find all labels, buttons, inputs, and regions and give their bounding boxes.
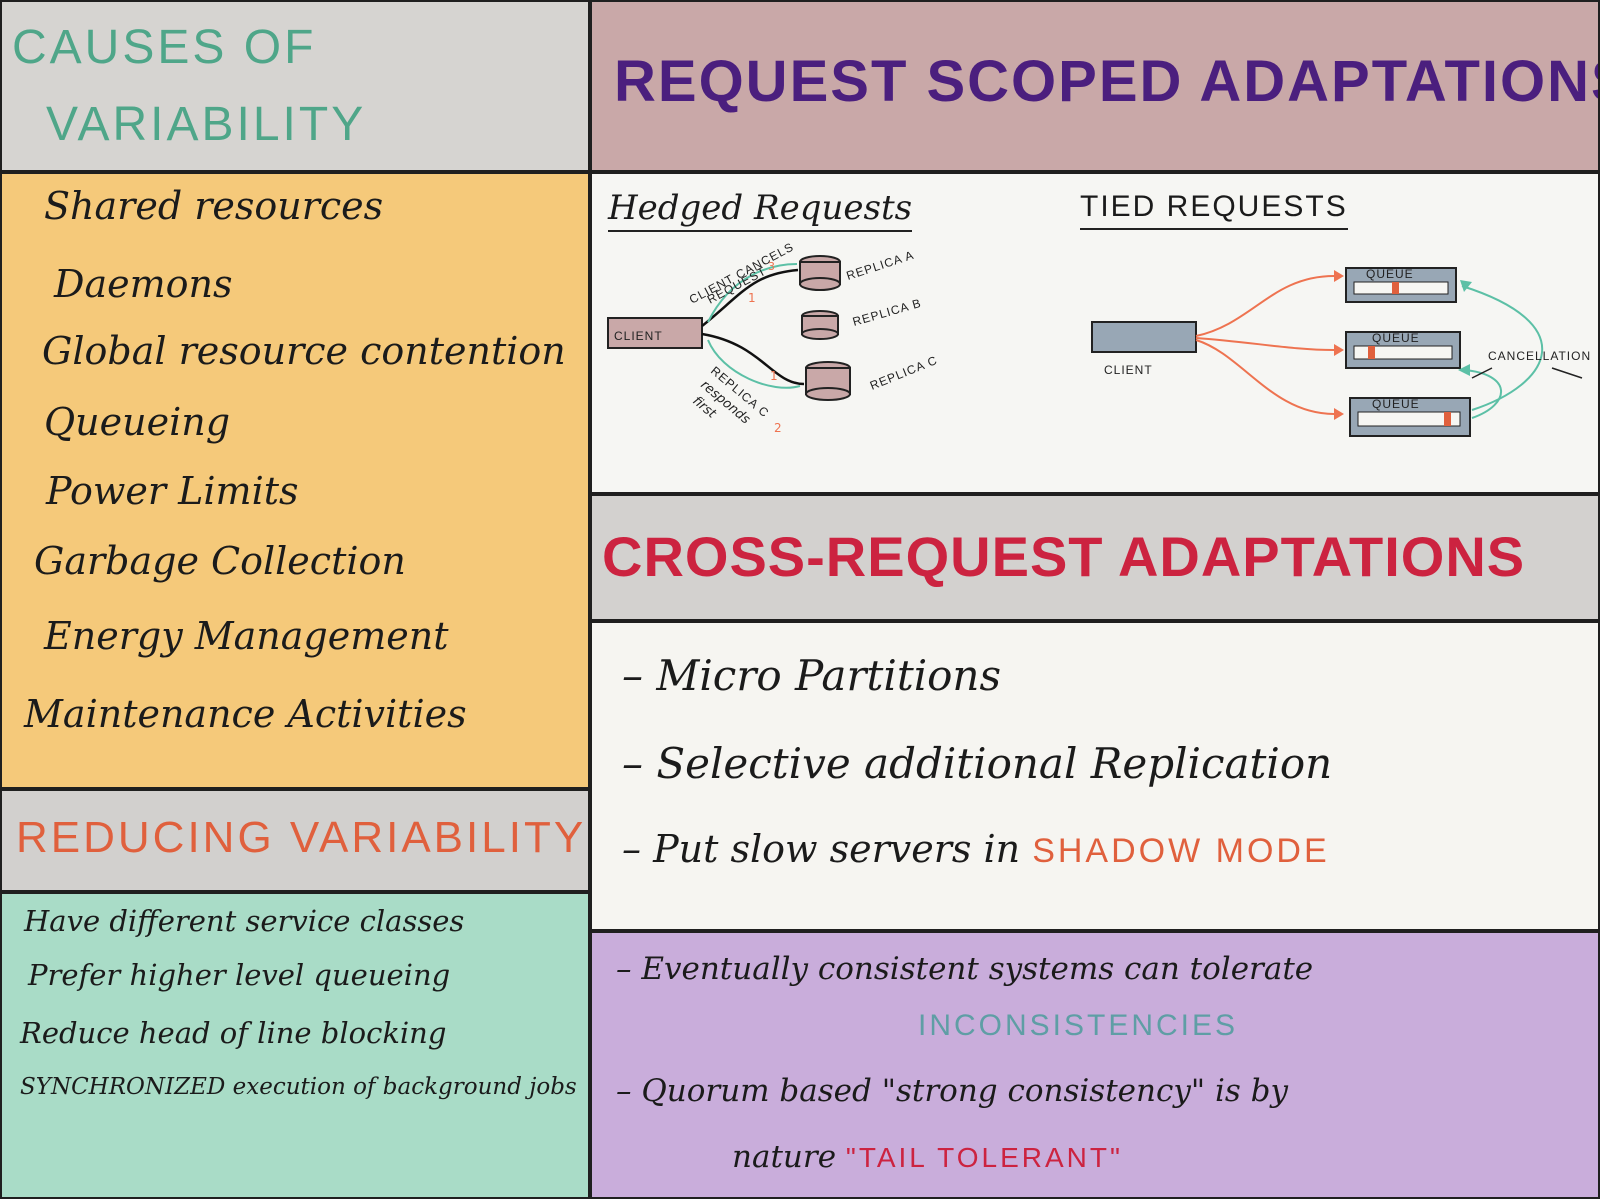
tied-arrow-top [1195,275,1335,337]
request-diagram-svg: CLIENT REPLICA A REPLICA B REPLICA C CLI… [607,240,1591,437]
reducing-item: SYNCHRONIZED execution of background job… [20,1074,577,1100]
reducing-title-panel: Reducing Variability [0,789,590,892]
causes-list-panel: Shared resources Daemons Global resource… [0,172,590,789]
tied-client-box [1091,321,1197,353]
reducing-title: Reducing Variability [16,813,587,862]
inconsistencies-highlight: INCONSISTENCIES [918,1009,1239,1042]
replica-b-label: REPLICA B [851,296,923,329]
arrow-to-replica-c [701,332,805,386]
cross-request-title-panel: Cross-Request Adaptations [590,494,1600,621]
tied-client-label: CLIENT [1104,363,1153,377]
causes-title-line2: Variability [46,98,367,151]
tail-tolerant-line: nature "TAIL TOLERANT" [732,1139,1123,1175]
reducing-item: Have different service classes [24,904,465,938]
first-note-num: 2 [774,421,782,435]
causes-title-line1: Causes of [12,21,317,74]
hedged-client-box [607,317,703,349]
request-scoped-title-panel: Request Scoped Adaptations [590,0,1600,172]
cause-item: Global resource contention [42,329,566,373]
queue-bottom-label: QUEUE [1372,397,1420,411]
cross-request-title: Cross-Request Adaptations [602,525,1526,588]
cancellation-arrow-mid [1463,369,1502,419]
replica-c-label: REPLICA C [868,353,940,393]
cancel-note-num: 3 [768,260,775,273]
cancel-arrow [707,263,798,323]
replica-a-label: REPLICA A [845,248,916,283]
causes-title-panel: Causes of Variability [0,0,590,172]
hedged-client-label: CLIENT [614,329,663,343]
eventual-consistency-line: – Eventually consistent systems can tole… [616,951,1314,987]
quorum-line: – Quorum based "strong consistency" is b… [616,1073,1288,1109]
cross-item-text: Micro Partitions [656,651,1002,700]
cause-item: Maintenance Activities [24,692,467,736]
cross-item: – Selective additional Replication [622,739,1333,788]
cause-item: Garbage Collection [34,539,406,583]
reducing-list-panel: Have different service classes Prefer hi… [0,892,590,1199]
cause-item: Queueing [44,400,231,444]
hedged-diagram: CLIENT REPLICA A REPLICA B REPLICA C CLI… [607,240,940,435]
consistency-panel: – Eventually consistent systems can tole… [590,931,1600,1199]
cancellation-arrow-top [1461,285,1544,411]
cross-item-text: Put slow servers in [653,827,1033,871]
arrow-to-replica-a [701,268,799,327]
request-diagrams-panel: Hedged Requests Tied Requests CLIENT REP… [590,172,1600,494]
cause-item: Power Limits [46,469,299,513]
reducing-item: Reduce head of line blocking [20,1016,447,1050]
cancellation-label: CANCELLATION [1488,349,1591,363]
cause-item: Energy Management [44,614,449,658]
queue-mid-label: QUEUE [1372,331,1420,345]
tied-arrow-mid [1195,337,1335,351]
cross-request-list-panel: – Micro Partitions – Selective additiona… [590,621,1600,931]
tied-requests-title: Tied Requests [1080,190,1348,230]
cross-item: – Micro Partitions [622,651,1002,700]
step-one-bottom: 1 [770,369,778,383]
tied-arrow-bottom [1195,339,1335,415]
queue-top-label: QUEUE [1366,267,1414,281]
request-scoped-title: Request Scoped Adaptations [614,49,1600,114]
cause-item: Shared resources [44,184,384,228]
response-arrow [707,339,801,389]
hedged-requests-title: Hedged Requests [608,188,913,232]
shadow-mode-highlight: SHADOW MODE [1032,832,1330,870]
tail-tolerant-highlight: "TAIL TOLERANT" [845,1142,1123,1173]
cause-item: Daemons [54,262,233,306]
reducing-item: Prefer higher level queueing [28,958,451,992]
step-one-top: 1 [748,291,756,305]
cross-item-text: Selective additional Replication [656,739,1333,788]
cross-item: – Put slow servers in SHADOW MODE [622,827,1330,871]
tied-diagram: CLIENT QUEUE QUEUE QUEUE CANCELLATION [1091,267,1591,437]
